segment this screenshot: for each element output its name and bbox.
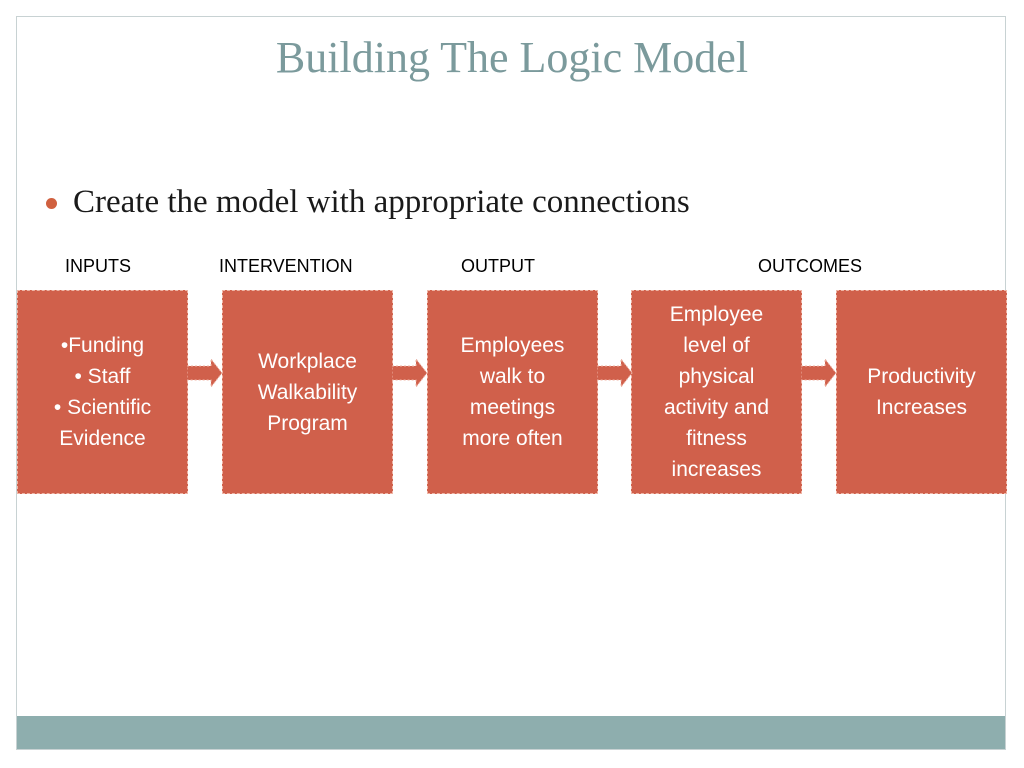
box-outcome-activity: Employee level of physical activity and … xyxy=(631,290,802,494)
box-line: increases xyxy=(671,458,762,481)
slide-title: Building The Logic Model xyxy=(275,33,749,82)
box-line: Increases xyxy=(875,396,968,419)
box-line: Employee xyxy=(669,303,764,326)
box-outcome-productivity-text: Productivity Increases xyxy=(867,361,976,423)
right-arrow-icon xyxy=(597,358,633,388)
right-arrow-icon xyxy=(801,358,837,388)
box-output: Employees walk to meetings more often xyxy=(427,290,598,494)
box-line: Evidence xyxy=(59,427,146,450)
box-line: meetings xyxy=(469,396,556,419)
box-line: •Funding xyxy=(60,334,145,357)
box-line: fitness xyxy=(686,427,747,450)
box-intervention: Workplace Walkability Program xyxy=(222,290,393,494)
right-arrow-icon xyxy=(392,358,428,388)
box-line: • Scientific xyxy=(53,396,152,419)
footer-bar xyxy=(17,716,1005,749)
box-line: physical xyxy=(678,365,755,388)
box-inputs-text: •Funding • Staff • Scientific Evidence xyxy=(54,330,151,454)
box-outcome-productivity: Productivity Increases xyxy=(836,290,1007,494)
box-line: walk to xyxy=(479,365,546,388)
box-line: activity and xyxy=(663,396,770,419)
bullet-text: Create the model with appropriate connec… xyxy=(73,183,690,220)
box-inputs: •Funding • Staff • Scientific Evidence xyxy=(17,290,188,494)
box-line: • Staff xyxy=(74,365,131,388)
box-line: Program xyxy=(267,411,348,435)
stage-label-outcomes: OUTCOMES xyxy=(758,256,863,276)
stage-label-output: OUTPUT xyxy=(461,256,535,276)
bullet-dot-icon xyxy=(46,197,57,209)
stage-label-intervention: INTERVENTION xyxy=(219,256,353,276)
box-line: Workplace xyxy=(258,349,357,373)
box-line: Walkability xyxy=(257,380,358,404)
right-arrow-icon xyxy=(187,358,223,388)
box-outcome-activity-text: Employee level of physical activity and … xyxy=(664,299,769,485)
box-line: more often xyxy=(462,427,563,450)
box-line: Productivity xyxy=(867,365,976,388)
bullet-item: Create the model with appropriate connec… xyxy=(46,180,690,224)
box-intervention-text: Workplace Walkability Program xyxy=(258,346,358,439)
box-line: Employees xyxy=(460,334,565,357)
box-line: level of xyxy=(683,334,750,357)
box-output-text: Employees walk to meetings more often xyxy=(461,330,565,454)
stage-label-inputs: INPUTS xyxy=(65,256,132,276)
